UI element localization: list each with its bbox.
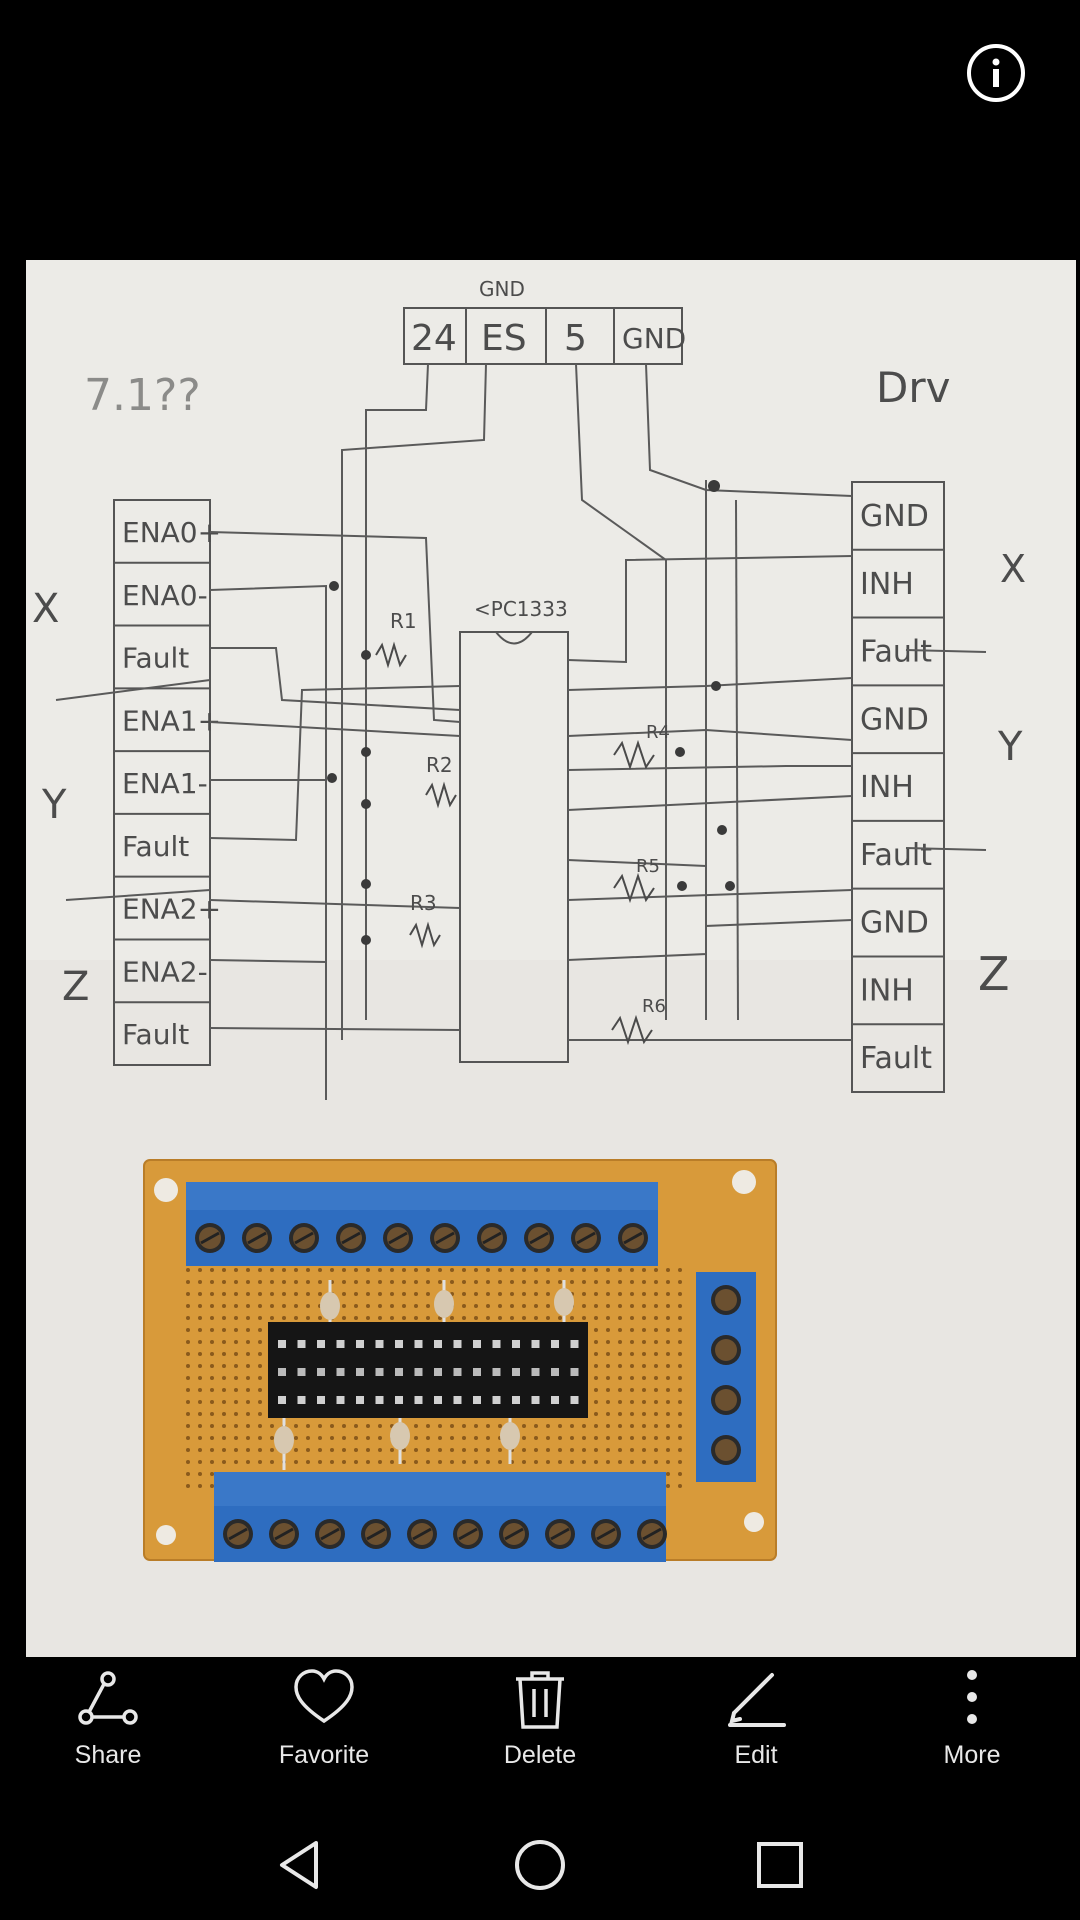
right-terminal-label: GND: [860, 499, 929, 534]
power-terminal-label: 5: [564, 318, 587, 359]
left-terminal-label: ENA0+: [122, 516, 221, 549]
circuit-board: [143, 1159, 777, 1562]
info-button[interactable]: [967, 44, 1025, 102]
axis-label: Y: [41, 782, 67, 828]
share-label: Share: [74, 1741, 142, 1769]
resistor-label: R2: [426, 753, 453, 777]
home-icon: [515, 1840, 565, 1890]
share-button[interactable]: Share: [0, 1657, 216, 1805]
axis-label: Z: [978, 947, 1010, 1001]
resistor-label: R4: [646, 722, 670, 743]
axis-label: Z: [62, 964, 89, 1010]
resistor-label: R3: [410, 891, 437, 915]
right-terminal-label: Fault: [860, 1041, 932, 1076]
share-icon: [78, 1671, 138, 1725]
favorite-button[interactable]: Favorite: [216, 1657, 432, 1805]
right-terminal-label: INH: [860, 567, 914, 602]
right-terminal-label: INH: [860, 770, 914, 805]
left-terminal-label: ENA2-: [122, 955, 208, 988]
resistor-label: R1: [390, 609, 417, 633]
right-terminal-label: Fault: [860, 838, 932, 873]
home-button[interactable]: [510, 1835, 570, 1895]
left-terminal-label: Fault: [122, 1018, 189, 1051]
left-terminal-label: ENA2+: [122, 893, 221, 926]
power-terminal-label: GND: [622, 322, 686, 355]
left-terminal-label: Fault: [122, 642, 189, 675]
recents-icon: [757, 1842, 803, 1888]
photo-viewer[interactable]: GND 24 ES 5 GND 7.1?? Drv ENA0+ ENA0- Faul…: [26, 260, 1076, 1657]
back-icon: [280, 1841, 318, 1889]
gnd-top-label: GND: [479, 277, 525, 301]
ic-label: <PC1333: [474, 597, 568, 621]
pencil-icon: [728, 1673, 786, 1727]
navigation-bar: [0, 1805, 1080, 1920]
right-terminal-label: Fault: [860, 635, 932, 670]
axis-label: Y: [997, 724, 1023, 770]
trash-icon: [516, 1671, 564, 1729]
edit-label: Edit: [734, 1741, 778, 1769]
left-title-label: 7.1??: [84, 370, 201, 421]
right-title-label: Drv: [876, 363, 950, 412]
more-vertical-icon: [967, 1670, 977, 1724]
left-terminal-label: ENA1-: [122, 767, 208, 800]
right-terminal-label: GND: [860, 702, 929, 737]
heart-icon: [294, 1669, 354, 1724]
power-terminal-label: 24: [411, 318, 457, 359]
more-button[interactable]: More: [864, 1657, 1080, 1805]
power-terminal-label: ES: [481, 318, 527, 359]
action-bar: Share Favorite Delete Edit More: [0, 1657, 1080, 1805]
axis-label: X: [1000, 547, 1026, 591]
left-terminal-label: ENA0-: [122, 579, 208, 612]
resistor-label: R6: [642, 996, 666, 1017]
delete-button[interactable]: Delete: [432, 1657, 648, 1805]
edit-button[interactable]: Edit: [648, 1657, 864, 1805]
right-terminal-label: INH: [860, 973, 914, 1008]
favorite-label: Favorite: [278, 1741, 370, 1769]
right-terminal-label: GND: [860, 906, 929, 941]
back-button[interactable]: [270, 1835, 330, 1895]
more-label: More: [943, 1741, 1001, 1769]
recents-button[interactable]: [750, 1835, 810, 1895]
axis-label: X: [32, 586, 59, 632]
resistor-label: R5: [636, 856, 660, 877]
delete-label: Delete: [503, 1741, 577, 1769]
info-icon: [992, 58, 1000, 87]
left-terminal-label: Fault: [122, 830, 189, 863]
left-terminal-label: ENA1+: [122, 704, 221, 737]
schematic-photo: GND 24 ES 5 GND 7.1?? Drv ENA0+ ENA0- Faul…: [26, 260, 1076, 1657]
